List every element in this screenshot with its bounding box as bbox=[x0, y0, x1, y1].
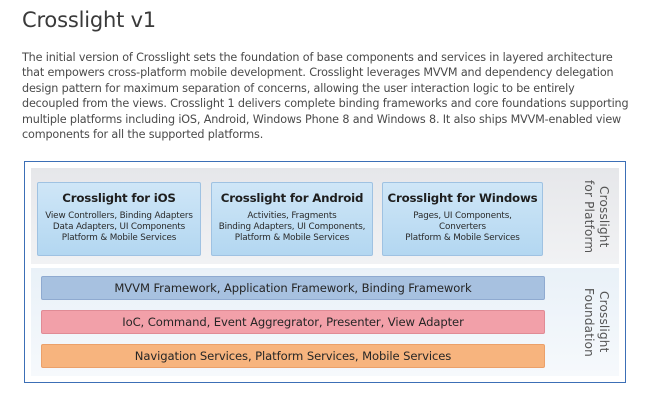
card-line: Platform & Mobile Services bbox=[405, 233, 520, 244]
label-line: Crosslight bbox=[597, 186, 611, 248]
card-ios: Crosslight for iOS View Controllers, Bin… bbox=[37, 182, 201, 256]
foundation-layer-label: Crosslight Foundation bbox=[575, 276, 611, 368]
card-line: Pages, UI Components, bbox=[413, 211, 512, 221]
card-android: Crosslight for Android Activities, Fragm… bbox=[211, 182, 373, 256]
page-title: Crosslight v1 bbox=[22, 8, 156, 32]
foundation-layer: MVVM Framework, Application Framework, B… bbox=[31, 268, 619, 376]
platform-layer-label: Crosslight for Platform bbox=[575, 176, 611, 258]
card-title: Crosslight for iOS bbox=[62, 191, 176, 205]
card-line: Data Adapters, UI Components bbox=[52, 222, 186, 233]
card-title: Crosslight for Windows bbox=[387, 191, 538, 205]
label-line: for Platform bbox=[582, 180, 596, 254]
label-line: Foundation bbox=[582, 287, 596, 357]
card-windows: Crosslight for Windows Pages, UI Compone… bbox=[382, 182, 543, 256]
card-line: Converters bbox=[439, 222, 486, 233]
platform-layer: Crosslight for iOS View Controllers, Bin… bbox=[31, 168, 619, 264]
label-line: Crosslight bbox=[597, 291, 611, 353]
card-line: Binding Adapters, UI Components, bbox=[218, 222, 366, 233]
foundation-bar-mvvm: MVVM Framework, Application Framework, B… bbox=[41, 276, 545, 300]
card-line: Activities, Fragments bbox=[247, 211, 337, 221]
description: The initial version of Crosslight sets t… bbox=[22, 51, 629, 142]
foundation-bar-ioc: IoC, Command, Event Aggregrator, Present… bbox=[41, 310, 545, 334]
architecture-diagram: Crosslight for iOS View Controllers, Bin… bbox=[24, 161, 626, 383]
card-line: Platform & Mobile Services bbox=[61, 233, 177, 244]
card-line: View Controllers, Binding Adapters bbox=[45, 211, 193, 221]
foundation-bar-services: Navigation Services, Platform Services, … bbox=[41, 344, 545, 368]
card-title: Crosslight for Android bbox=[220, 191, 364, 205]
card-line: Platform & Mobile Services bbox=[234, 233, 350, 244]
